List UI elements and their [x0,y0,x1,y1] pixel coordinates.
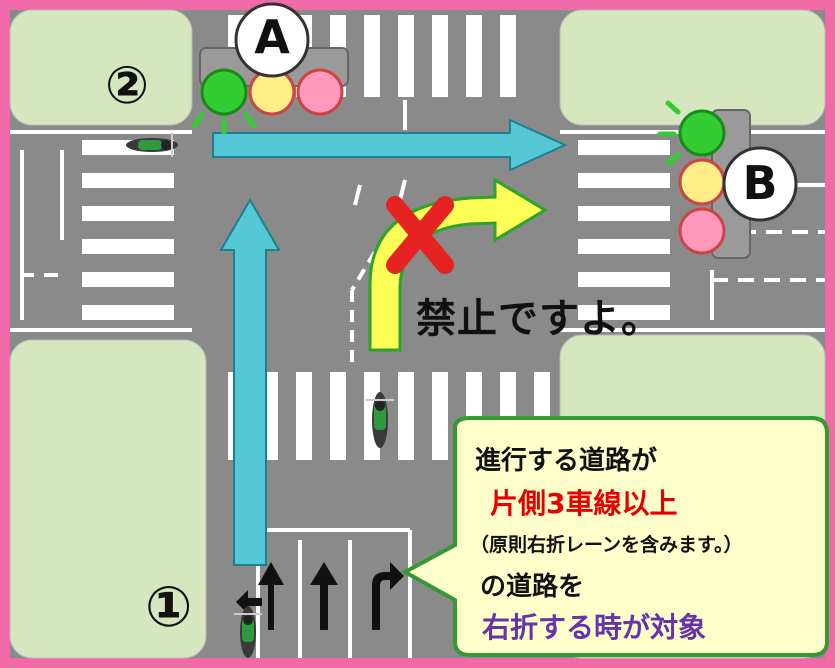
signal-b-glow-icon [657,100,681,167]
prohibition-text: 禁止ですよ。 [416,296,662,342]
signal-a-badge [234,2,310,78]
signal-b-label: B [742,156,778,210]
route-one-label: ① [145,575,193,640]
signal-a-label: A [254,10,290,64]
traffic-signal-a [191,2,349,135]
straight-arrow-icon [310,562,338,630]
crosswalk-right [578,140,670,320]
route-two-straight-arrow [212,118,568,172]
callout-line-2: 片側3車線以上 [490,487,678,520]
right-turn-arrow-icon [372,562,404,630]
callout-line-4: の道路を [480,572,585,602]
motorcycle-icon [234,606,262,658]
prohibition-x-icon [386,196,454,274]
callout-line-5: 右折する時が対象 [482,611,707,644]
signal-b-yellow-light [678,158,726,206]
straight-left-arrow-icon [236,562,284,630]
signal-a-red-light [296,68,344,116]
route-one-straight-arrow [219,198,281,566]
block-top-right [559,9,826,126]
block-bottom-left [9,339,207,659]
signal-a-glow-icon [191,112,257,135]
callout-bubble-shape [400,416,829,657]
signal-b-red-light [678,207,726,255]
lane-lines-left [10,130,192,332]
signal-b-green-light [678,109,726,157]
lane-arrows [236,562,404,630]
block-top-left [9,9,193,126]
traffic-signal-b [657,100,798,259]
callout-line-3: （原則右折レーンを含みます。） [470,534,743,556]
signal-a-green-light [200,68,248,116]
callout-line-1: 進行する道路が [475,446,658,476]
motorcycle-icon [366,392,394,448]
turn-guide-marks [353,100,407,206]
signal-b-badge [722,146,798,222]
motorcycle-icon [126,133,178,157]
route-two-label: ② [105,56,150,116]
